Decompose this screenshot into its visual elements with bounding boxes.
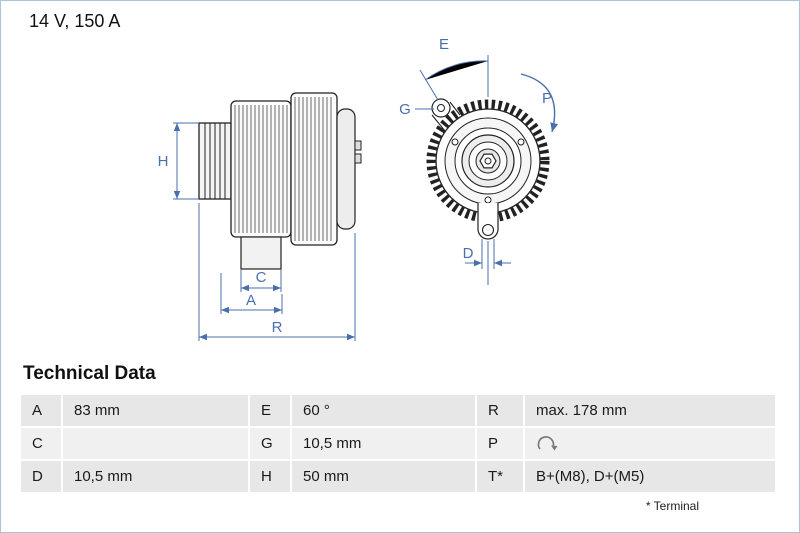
top-left-mounting-lug: [431, 98, 461, 132]
param-value-a: 83 mm: [63, 395, 248, 426]
dim-label-a: A: [246, 292, 256, 309]
param-value-d: 10,5 mm: [63, 461, 248, 492]
technical-data-heading: Technical Data: [23, 363, 156, 384]
terminal-footnote: * Terminal: [645, 499, 699, 513]
dim-label-r: R: [272, 319, 283, 336]
front-housing: [230, 100, 292, 238]
dim-label-d: D: [463, 245, 474, 262]
param-label-a: A: [21, 395, 61, 426]
param-label-g: G: [250, 428, 290, 459]
param-label-h: H: [250, 461, 290, 492]
dim-label-g: G: [399, 101, 411, 118]
dim-label-e: E: [439, 36, 449, 53]
param-label-e: E: [250, 395, 290, 426]
param-value-e: 60 °: [292, 395, 475, 426]
dim-label-c: C: [256, 269, 267, 286]
dimension-h: H: [158, 122, 199, 200]
param-label-r: R: [477, 395, 523, 426]
dim-label-p: P: [542, 90, 552, 107]
alternator-front-view: [426, 98, 550, 240]
technical-drawing: H C A R: [158, 36, 559, 341]
bolt-head: [484, 196, 492, 204]
alternator-side-view: [198, 92, 362, 270]
bolt-head: [451, 138, 459, 146]
param-value-p: [525, 428, 775, 459]
param-value-g: 10,5 mm: [292, 428, 475, 459]
param-value-h: 50 mm: [292, 461, 475, 492]
lug-hole: [437, 104, 445, 112]
dimension-d: D: [463, 239, 511, 285]
param-value-t: B+(M8), D+(M5): [525, 461, 775, 492]
rotation-clockwise-icon: [537, 436, 558, 451]
param-value-r: max. 178 mm: [525, 395, 775, 426]
terminal-stub: [354, 153, 362, 164]
dimension-p: P: [520, 73, 559, 133]
rear-housing: [290, 92, 338, 246]
mounting-foot: [240, 236, 282, 270]
dimension-c: C: [240, 269, 282, 292]
param-value-c: [63, 428, 248, 459]
bottom-mounting-lug: [477, 203, 499, 240]
technical-data-table: A 83 mm E 60 ° R max. 178 mm C G 10,5 mm…: [21, 395, 775, 492]
lug-hole: [481, 223, 495, 237]
param-label-d: D: [21, 461, 61, 492]
dimension-g: G: [399, 101, 434, 118]
technical-data-section: Technical Data A 83 mm E 60 ° R max. 178…: [21, 359, 775, 513]
dimension-a: A: [220, 273, 283, 314]
param-label-t: T*: [477, 461, 523, 492]
spec-title: 14 V, 150 A: [29, 11, 121, 31]
bolt-head: [517, 138, 525, 146]
pulley-side: [198, 122, 232, 200]
terminal-stub: [354, 140, 362, 151]
dimension-e: E: [419, 36, 489, 101]
dim-label-h: H: [158, 153, 169, 170]
param-label-p: P: [477, 428, 523, 459]
dimension-r: R: [198, 203, 356, 341]
end-cover: [336, 108, 362, 230]
param-label-c: C: [21, 428, 61, 459]
